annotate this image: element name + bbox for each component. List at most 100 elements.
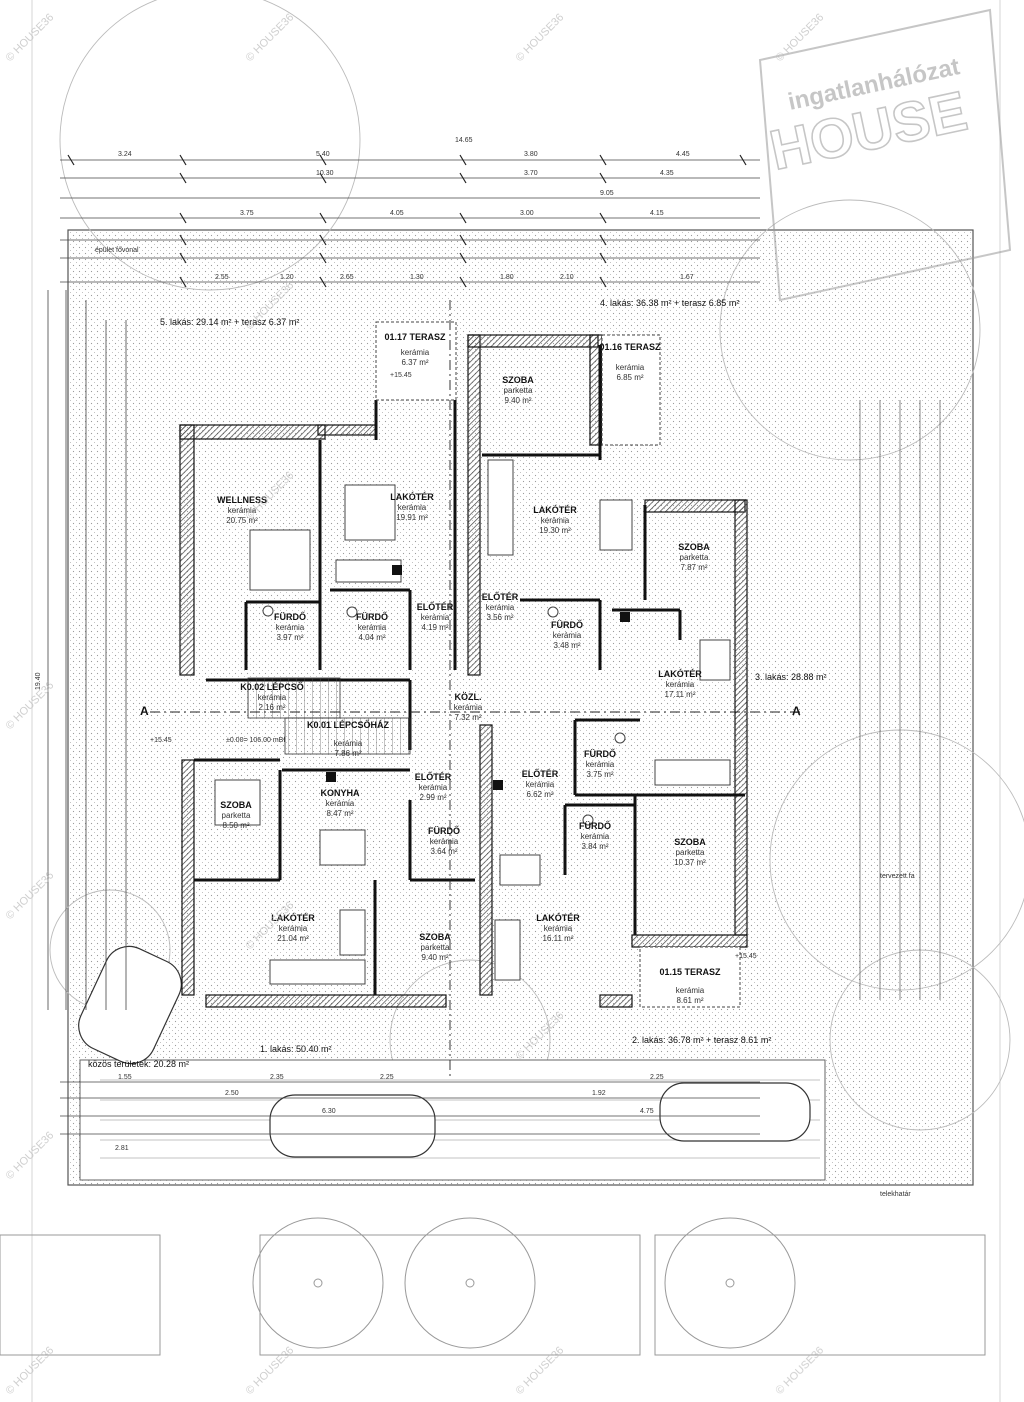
- room-name: FÜRDŐ: [428, 825, 460, 836]
- dim-top-1c: 3.80: [524, 151, 538, 158]
- dim-top-1b: 5.40: [316, 151, 330, 158]
- zero-level: ±0.00= 106.00 mBf: [226, 737, 285, 744]
- room-name: SZOBA: [419, 932, 451, 942]
- dim-bottom-1a: 1.55: [118, 1074, 132, 1081]
- room-name: 01.15 TERASZ: [659, 967, 721, 977]
- svg-text:© HOUSE36: © HOUSE36: [244, 11, 297, 64]
- dim-bottom-2d: 4.75: [640, 1108, 654, 1115]
- room-material: kerámia: [279, 924, 308, 933]
- room-area: 8.47 m²: [326, 809, 353, 818]
- dimension-lines-bottom: [60, 1081, 760, 1135]
- room-area: 6.85 m²: [616, 373, 643, 382]
- room-area: 16.11 m²: [543, 934, 574, 943]
- svg-text:© HOUSE36: © HOUSE36: [244, 1344, 297, 1397]
- room-name: FÜRDŐ: [579, 820, 611, 831]
- svg-text:© HOUSE36: © HOUSE36: [514, 11, 567, 64]
- dim-top-2b: 3.70: [524, 170, 538, 177]
- room-name: KÖZL.: [455, 692, 482, 702]
- room-material: kerámia: [419, 783, 448, 792]
- svg-text:© HOUSE36: © HOUSE36: [774, 1344, 827, 1397]
- apartment-2-label: 2. lakás: 36.78 m² + terasz 8.61 m²: [632, 1035, 771, 1045]
- dim-bottom-1c: 2.25: [380, 1074, 394, 1081]
- note-right: tervezett fa: [880, 873, 915, 880]
- section-mark-right: A: [792, 704, 801, 718]
- apartment-3-label: 3. lakás: 28.88 m²: [755, 672, 827, 682]
- dim-top-1a: 3.24: [118, 151, 132, 158]
- note-top-left: épület fővonal: [95, 247, 139, 254]
- svg-text:© HOUSE36: © HOUSE36: [4, 11, 57, 64]
- room-area: 3.48 m²: [553, 641, 580, 650]
- room-material: kerámia: [358, 623, 387, 632]
- plot-area: [67, 229, 974, 1186]
- dim-top-2a: 10.30: [316, 170, 334, 177]
- dim-top-4d: 4.15: [650, 210, 664, 217]
- furniture: [214, 459, 731, 985]
- room-material: kerámia: [326, 799, 355, 808]
- room-area: 6.37 m²: [401, 358, 428, 367]
- room-name: 01.16 TERASZ: [599, 342, 661, 352]
- room-name: SZOBA: [678, 542, 710, 552]
- room-labels: WELLNESS kerámia 20.75 m² LAKÓTÉR kerámi…: [217, 332, 721, 1005]
- room-name: ELŐTÉR: [417, 601, 454, 612]
- room-name: SZOBA: [674, 837, 706, 847]
- terrace-0115: [639, 946, 741, 1008]
- room-material: parketta: [680, 553, 709, 562]
- room-area: 2.16 m²: [258, 703, 285, 712]
- room-area: 8.50 m²: [222, 821, 249, 830]
- room-name: LAKÓTÉR: [658, 668, 702, 679]
- room-area: 3.84 m²: [581, 842, 608, 851]
- room-material: kerámia: [401, 348, 430, 357]
- room-material: kerámia: [398, 503, 427, 512]
- svg-text:© HOUSE36: © HOUSE36: [514, 1344, 567, 1397]
- room-name: K0.02 LÉPCSŐ: [240, 681, 304, 692]
- room-area: 21.04 m²: [277, 934, 309, 943]
- svg-text:© HOUSE36: © HOUSE36: [4, 679, 57, 732]
- dimension-lines-top: [60, 159, 760, 283]
- dim-bottom-1d: 2.25: [650, 1074, 664, 1081]
- room-area: 3.64 m²: [430, 847, 457, 856]
- dim-top-4c: 3.00: [520, 210, 534, 217]
- room-material: kerámia: [430, 837, 459, 846]
- room-name: FÜRDŐ: [274, 611, 306, 622]
- building: A A: [140, 300, 801, 1080]
- apartment-1-label: 1. lakás: 50.40 m²: [260, 1044, 332, 1054]
- room-material: kerámia: [334, 739, 363, 748]
- dim-top-5d: 1.30: [410, 274, 424, 281]
- dim-top-5f: 2.10: [560, 274, 574, 281]
- room-area: 3.97 m²: [276, 633, 303, 642]
- dim-top-5g: 1.67: [680, 274, 694, 281]
- room-name: LAKÓTÉR: [271, 912, 315, 923]
- room-material: kerámia: [586, 760, 615, 769]
- room-area: 8.61 m²: [676, 996, 703, 1005]
- dim-top-5b: 1.20: [280, 274, 294, 281]
- room-name: LAKÓTÉR: [536, 912, 580, 923]
- room-material: parketta: [421, 943, 450, 952]
- stair-k001: [284, 717, 411, 755]
- room-name: FÜRDŐ: [356, 611, 388, 622]
- room-area: 7.86 m²: [334, 749, 361, 758]
- dim-bottom-3a: 2.81: [115, 1145, 129, 1152]
- room-material: kerámia: [258, 693, 287, 702]
- room-area: 7.87 m²: [680, 563, 707, 572]
- dim-bottom-2b: 6.30: [322, 1108, 336, 1115]
- dim-top-3a: 9.05: [600, 190, 614, 197]
- room-area: 7.32 m²: [454, 713, 481, 722]
- room-name: 01.17 TERASZ: [384, 332, 446, 342]
- dim-bottom-1b: 2.35: [270, 1074, 284, 1081]
- room-area: 4.19 m²: [421, 623, 448, 632]
- room-material: kerámia: [544, 924, 573, 933]
- room-area: 10.37 m²: [674, 858, 706, 867]
- dim-top-total: 14.65: [455, 137, 473, 144]
- dimension-lines-right: [859, 400, 941, 1000]
- room-name: FÜRDŐ: [584, 748, 616, 759]
- room-area: 3.56 m²: [486, 613, 513, 622]
- dim-top-1d: 4.45: [676, 151, 690, 158]
- room-name: ELŐTÉR: [415, 771, 452, 782]
- room-name: ELŐTÉR: [482, 591, 519, 602]
- room-material: parketta: [504, 386, 533, 395]
- dim-top-5a: 2.55: [215, 274, 229, 281]
- apartment-4-label: 4. lakás: 36.38 m² + terasz 6.85 m²: [600, 298, 739, 308]
- dim-bottom-2a: 2.50: [225, 1090, 239, 1097]
- svg-text:© HOUSE36: © HOUSE36: [4, 869, 57, 922]
